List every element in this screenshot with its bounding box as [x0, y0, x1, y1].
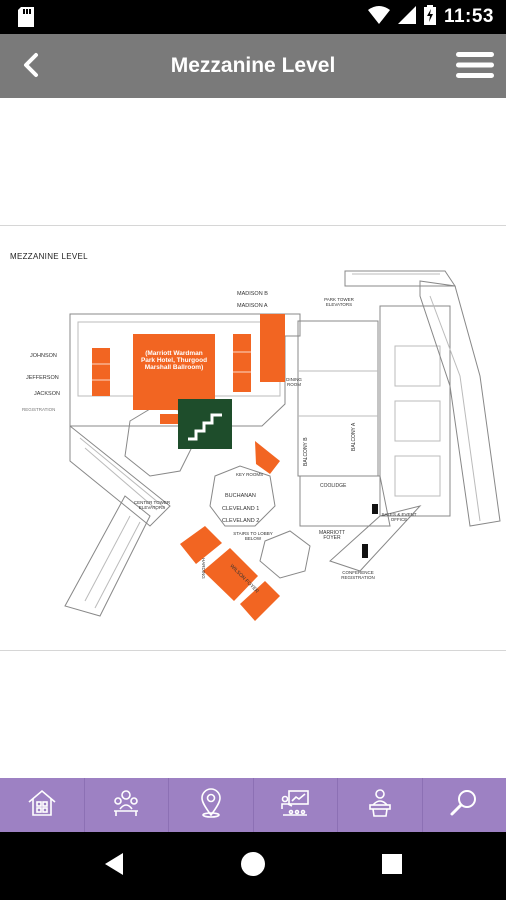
nav-speakers[interactable] — [338, 778, 423, 832]
stairs-below-label: STAIRS TO LOBBY BELOW — [233, 531, 273, 541]
dining-label: DINING ROOM — [286, 377, 302, 387]
signal-icon — [397, 5, 416, 29]
app-header: Mezzanine Level — [0, 34, 506, 98]
page-title: Mezzanine Level — [170, 54, 336, 77]
map-content: MEZZANINE LEVEL — [0, 98, 506, 778]
ballroom-label: (Marriott Wardman Park Hotel, Thurgood M… — [140, 350, 208, 371]
sd-card-icon — [18, 7, 34, 27]
system-back-button[interactable] — [98, 850, 130, 882]
conference-registration-label: CONFERENCE REGISTRATION — [341, 570, 375, 580]
map-heading: MEZZANINE LEVEL — [10, 252, 88, 261]
search-icon — [448, 787, 480, 824]
sales-office-label: SALES & EVENT OFFICE — [381, 512, 417, 522]
system-home-button[interactable] — [237, 850, 269, 882]
marriott-foyer-label: MARRIOTT FOYER — [318, 530, 346, 542]
cleveland-1-label: CLEVELAND 1 — [222, 506, 260, 512]
map-pin-icon — [195, 787, 227, 824]
key-rooms-label: KEY ROOMS — [236, 472, 264, 477]
registration-label: REGISTRATION — [22, 407, 56, 412]
presentation-icon — [279, 787, 311, 824]
balcony-a-label: BALCONY A — [351, 422, 357, 451]
jefferson-label: JEFFERSON — [26, 375, 59, 381]
floor-plan-drawing — [64, 270, 501, 621]
battery-icon — [423, 4, 436, 30]
madison-a-label: MADISON A — [237, 303, 268, 309]
johnson-label: JOHNSON — [30, 353, 57, 359]
status-bar: 11:53 — [0, 0, 506, 34]
harding-label: HARDING — [201, 558, 206, 579]
madison-b-label: MADISON B — [237, 291, 268, 297]
jackson-label: JACKSON — [34, 391, 60, 397]
menu-button[interactable] — [454, 46, 496, 88]
home-circle-icon — [240, 851, 266, 882]
nav-home[interactable] — [0, 778, 85, 832]
cleveland-2-label: CLEVELAND 2 — [222, 518, 260, 524]
system-nav-bar — [0, 832, 506, 900]
hamburger-menu-icon — [456, 51, 494, 84]
recents-square-icon — [381, 853, 403, 880]
bottom-nav — [0, 778, 506, 832]
coolidge-label: COOLIDGE — [320, 483, 347, 489]
nav-map[interactable] — [169, 778, 254, 832]
status-time: 11:53 — [443, 6, 494, 27]
balcony-b-label: BALCONY B — [303, 437, 309, 466]
buchanan-label: BUCHANAN — [225, 493, 256, 499]
park-tower-label: PARK TOWER ELEVATORS — [324, 297, 354, 307]
system-recents-button[interactable] — [376, 850, 408, 882]
nav-attendees[interactable] — [85, 778, 169, 832]
back-triangle-icon — [103, 852, 125, 881]
attendees-icon — [110, 787, 142, 824]
wifi-icon — [367, 5, 390, 29]
back-button[interactable] — [10, 46, 52, 88]
nav-sessions[interactable] — [254, 778, 338, 832]
speaker-icon — [364, 787, 396, 824]
home-icon — [26, 787, 58, 824]
back-chevron-icon — [21, 52, 41, 83]
center-tower-label: CENTER TOWER ELEVATORS — [133, 500, 171, 510]
nav-search[interactable] — [423, 778, 506, 832]
floor-map[interactable]: MEZZANINE LEVEL — [0, 225, 506, 651]
